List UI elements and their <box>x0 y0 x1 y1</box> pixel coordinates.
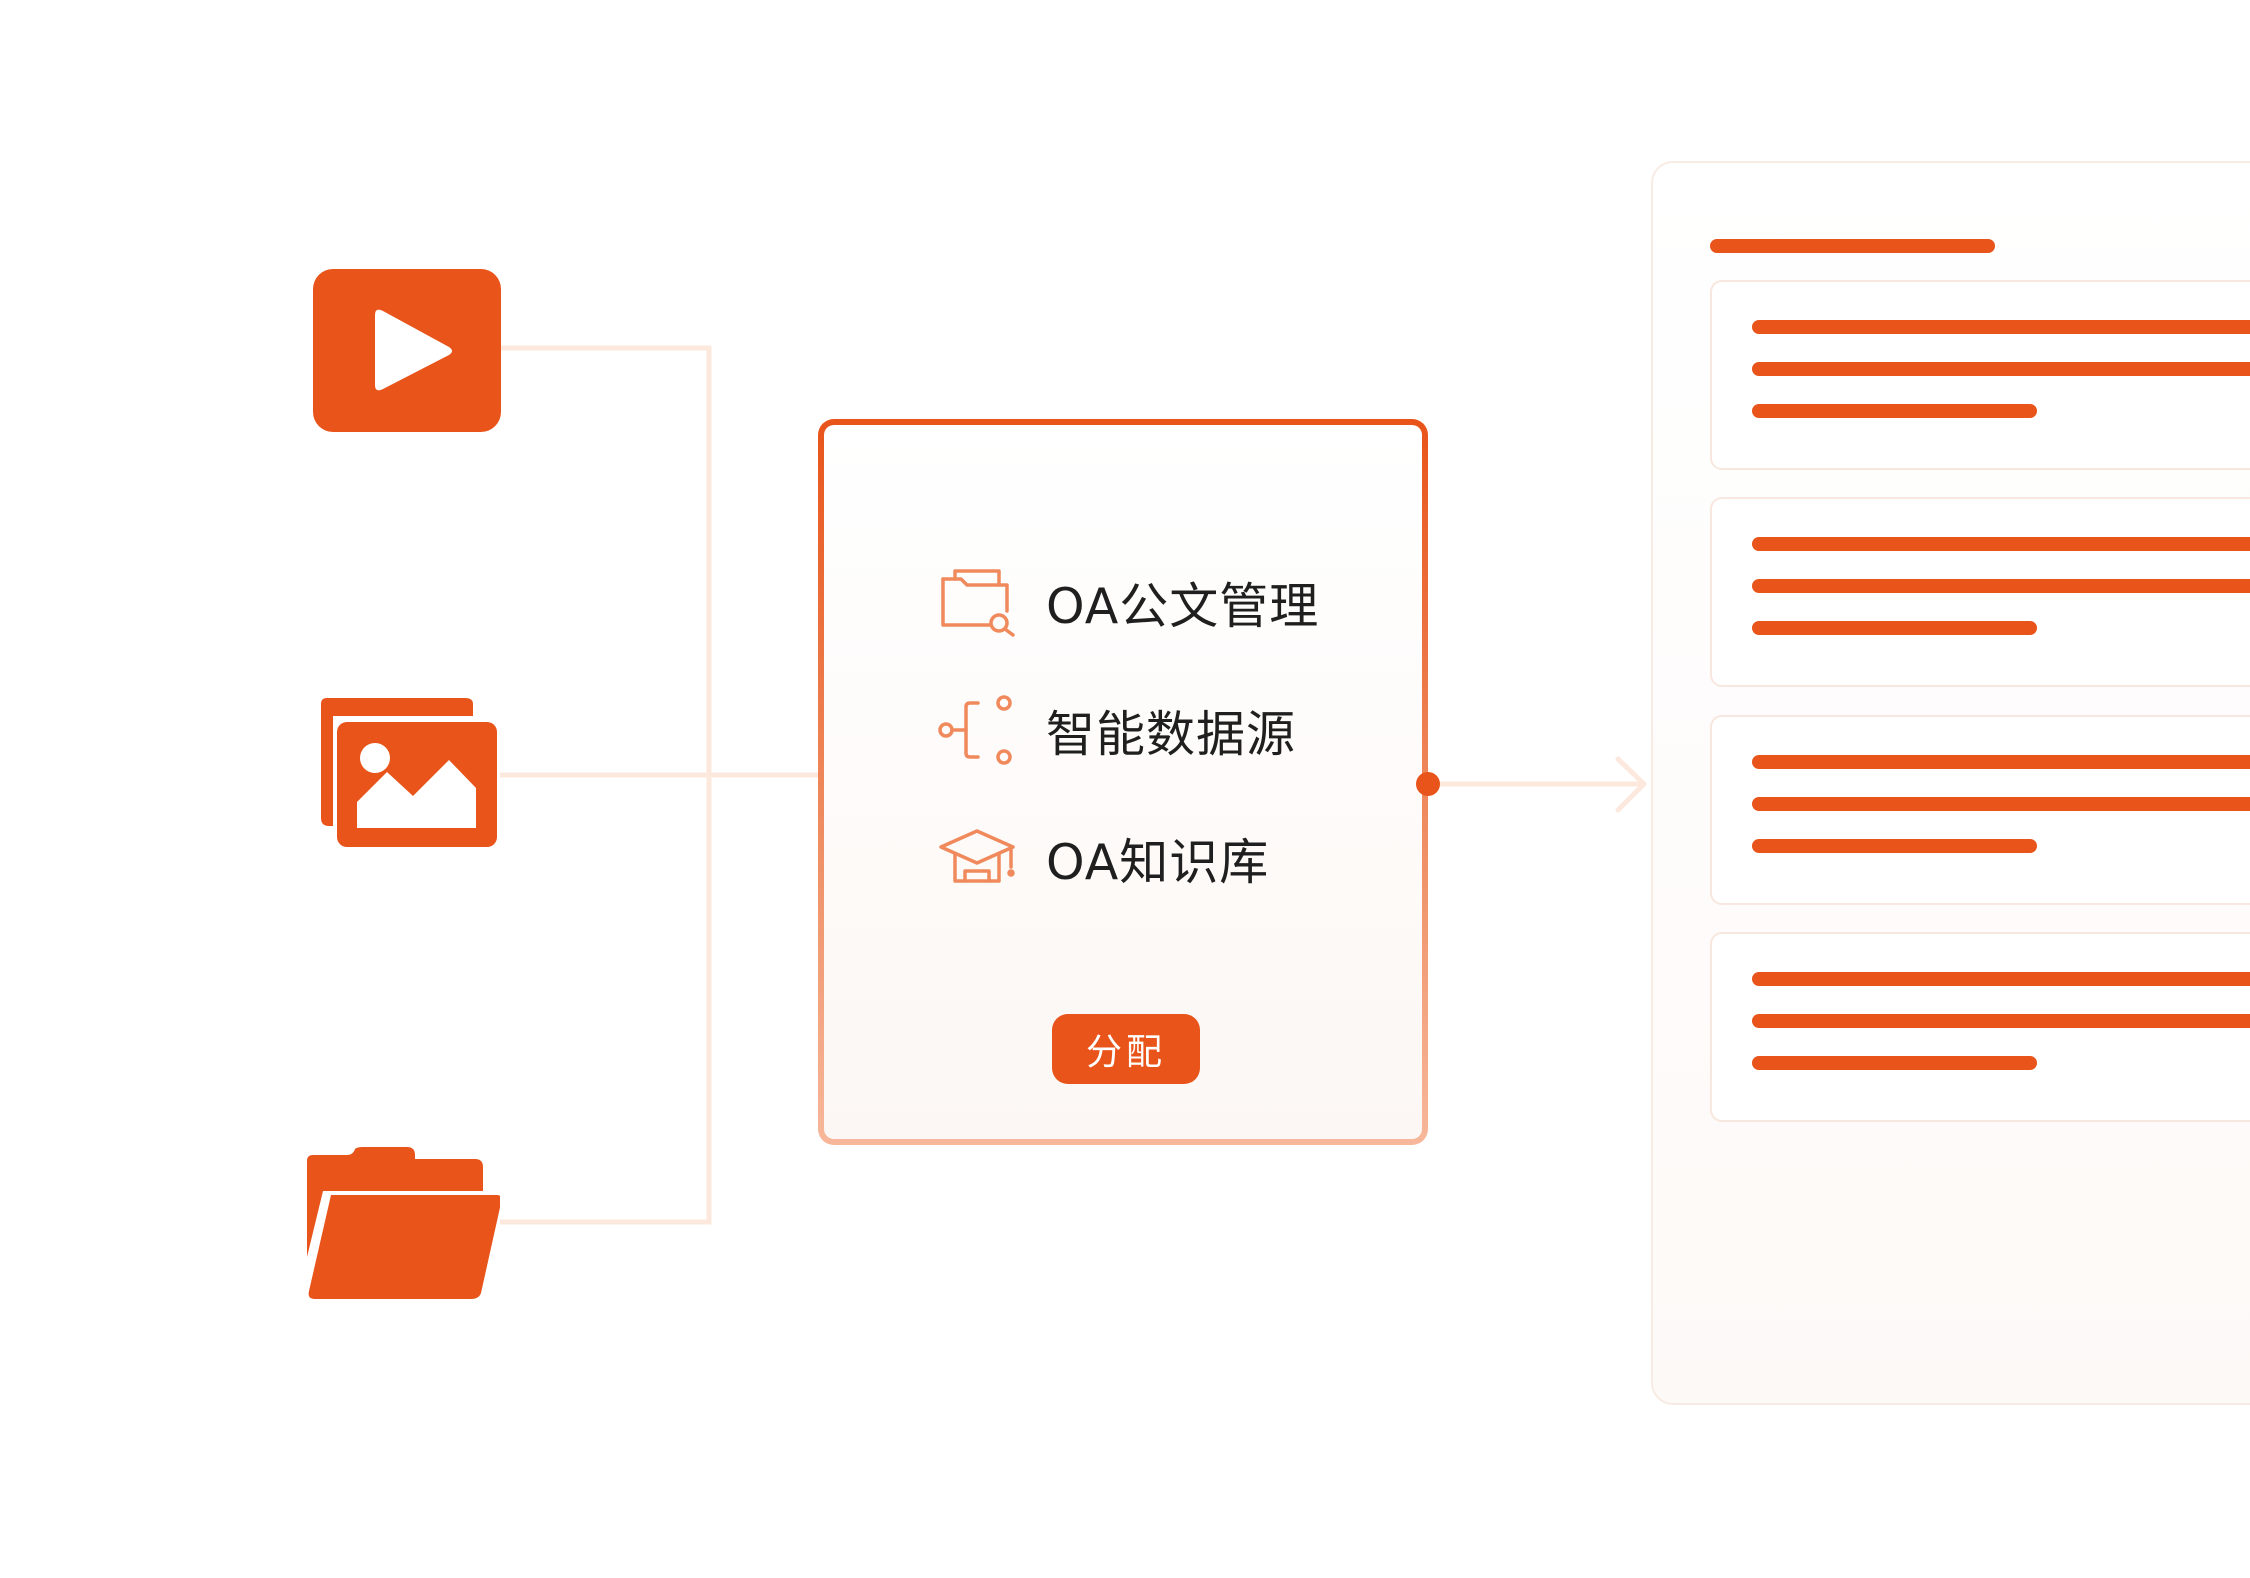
text-line <box>1752 362 2250 376</box>
menu-item-label: 智能数据源 <box>1046 705 1297 763</box>
panel-header-bar <box>1710 239 1995 253</box>
connector-folder <box>500 775 712 1225</box>
result-card <box>1710 932 2250 1122</box>
center-distribution-card: OA公文管理 智能数据源 <box>818 419 1428 1145</box>
text-line <box>1752 1014 2250 1028</box>
play-video-icon <box>313 269 501 432</box>
menu-item-smart-datasource[interactable]: 智能数据源 <box>936 690 1296 770</box>
text-line <box>1752 797 2250 811</box>
result-card <box>1710 280 2250 470</box>
folder-open-icon <box>305 1147 502 1300</box>
text-line <box>1752 537 2250 551</box>
menu-item-label: OA知识库 <box>1046 833 1270 891</box>
result-card <box>1710 715 2250 905</box>
graduation-cap-icon <box>936 818 1018 898</box>
text-line <box>1752 621 2037 635</box>
menu-item-label: OA公文管理 <box>1046 577 1320 635</box>
result-card <box>1710 497 2250 687</box>
text-line <box>1752 755 2250 769</box>
folder-search-icon <box>936 562 1018 642</box>
text-line <box>1752 404 2037 418</box>
output-port-dot <box>1416 772 1440 796</box>
text-line <box>1752 1056 2037 1070</box>
text-line <box>1752 579 2250 593</box>
text-line <box>1752 320 2250 334</box>
menu-item-oa-knowledge[interactable]: OA知识库 <box>936 818 1269 898</box>
arrow-head-icon <box>1615 756 1647 813</box>
text-line <box>1752 972 2250 986</box>
output-document-panel <box>1651 161 2250 1405</box>
data-source-tree-icon <box>936 690 1018 770</box>
text-line <box>1752 839 2037 853</box>
image-gallery-icon <box>313 696 499 849</box>
assign-button[interactable]: 分配 <box>1052 1014 1200 1084</box>
connector-video <box>500 345 818 778</box>
menu-item-oa-document[interactable]: OA公文管理 <box>936 562 1319 642</box>
